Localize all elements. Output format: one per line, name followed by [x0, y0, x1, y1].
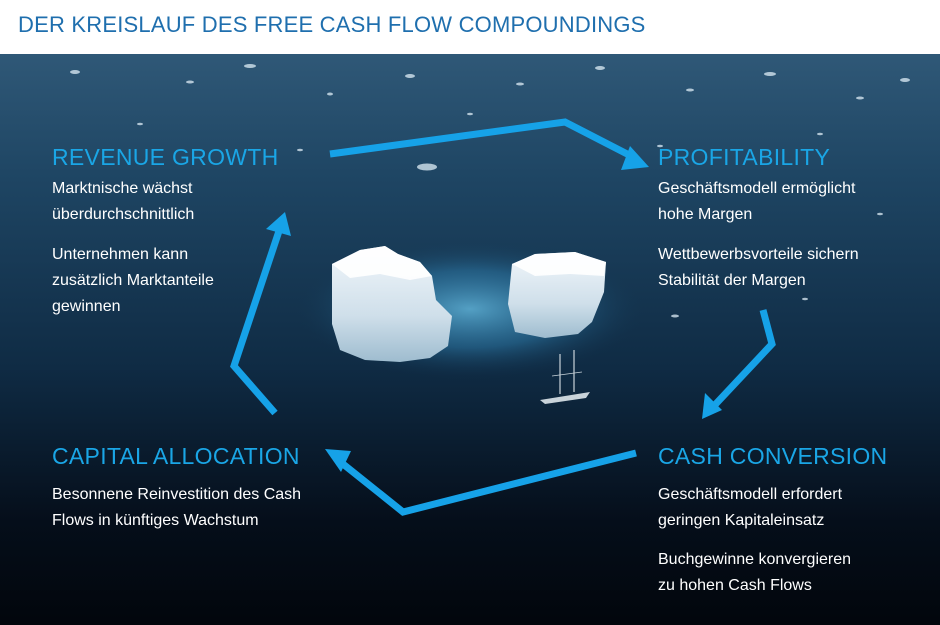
revenue-growth-line: überdurchschnittlich — [52, 206, 195, 223]
revenue-growth-line: Marktnische wächst — [52, 180, 193, 197]
title-bar: DER KREISLAUF DES FREE CASH FLOW COMPOUN… — [0, 0, 940, 54]
cash-conversion-text-1: Geschäftsmodell erfordert geringen Kapit… — [658, 482, 842, 534]
cash-conversion-line: Geschäftsmodell erfordert — [658, 486, 843, 503]
profitability-line: Wettbewerbsvorteile sichern — [658, 246, 859, 263]
capital-allocation-text: Besonnene Reinvestition des Cash Flows i… — [52, 482, 301, 534]
profitability-text-1: Geschäftsmodell ermöglicht hohe Margen — [658, 176, 855, 228]
ship-icon — [540, 350, 590, 404]
cash-conversion-line: Buchgewinne konvergieren — [658, 551, 852, 568]
revenue-growth-line: zusätzlich Marktanteile — [52, 272, 214, 289]
profitability-line: hohe Margen — [658, 206, 753, 223]
profitability-line: Stabilität der Margen — [658, 272, 806, 289]
iceberg-ocean-photo — [0, 54, 940, 625]
cash-conversion-line: geringen Kapitaleinsatz — [658, 512, 825, 529]
cash-conversion-heading: CASH CONVERSION — [658, 443, 888, 469]
page-title: DER KREISLAUF DES FREE CASH FLOW COMPOUN… — [18, 12, 646, 37]
profitability-heading: PROFITABILITY — [658, 144, 831, 170]
capital-allocation-heading: CAPITAL ALLOCATION — [52, 443, 300, 469]
capital-allocation-line: Flows in künftiges Wachstum — [52, 512, 259, 529]
capital-allocation-line: Besonnene Reinvestition des Cash — [52, 486, 302, 503]
profitability-text-2: Wettbewerbsvorteile sichern Stabilität d… — [658, 242, 859, 294]
cash-conversion-line: zu hohen Cash Flows — [658, 577, 812, 594]
iceberg-icon — [70, 64, 910, 404]
revenue-growth-text-2: Unternehmen kann zusätzlich Marktanteile… — [52, 242, 214, 320]
revenue-growth-line: Unternehmen kann — [52, 246, 189, 263]
profitability-line: Geschäftsmodell ermöglicht — [658, 180, 856, 197]
revenue-growth-line: gewinnen — [52, 298, 121, 315]
revenue-growth-heading: REVENUE GROWTH — [52, 144, 279, 170]
revenue-growth-text-1: Marktnische wächst überdurchschnittlich — [52, 176, 194, 228]
cash-conversion-text-2: Buchgewinne konvergieren zu hohen Cash F… — [658, 547, 851, 599]
